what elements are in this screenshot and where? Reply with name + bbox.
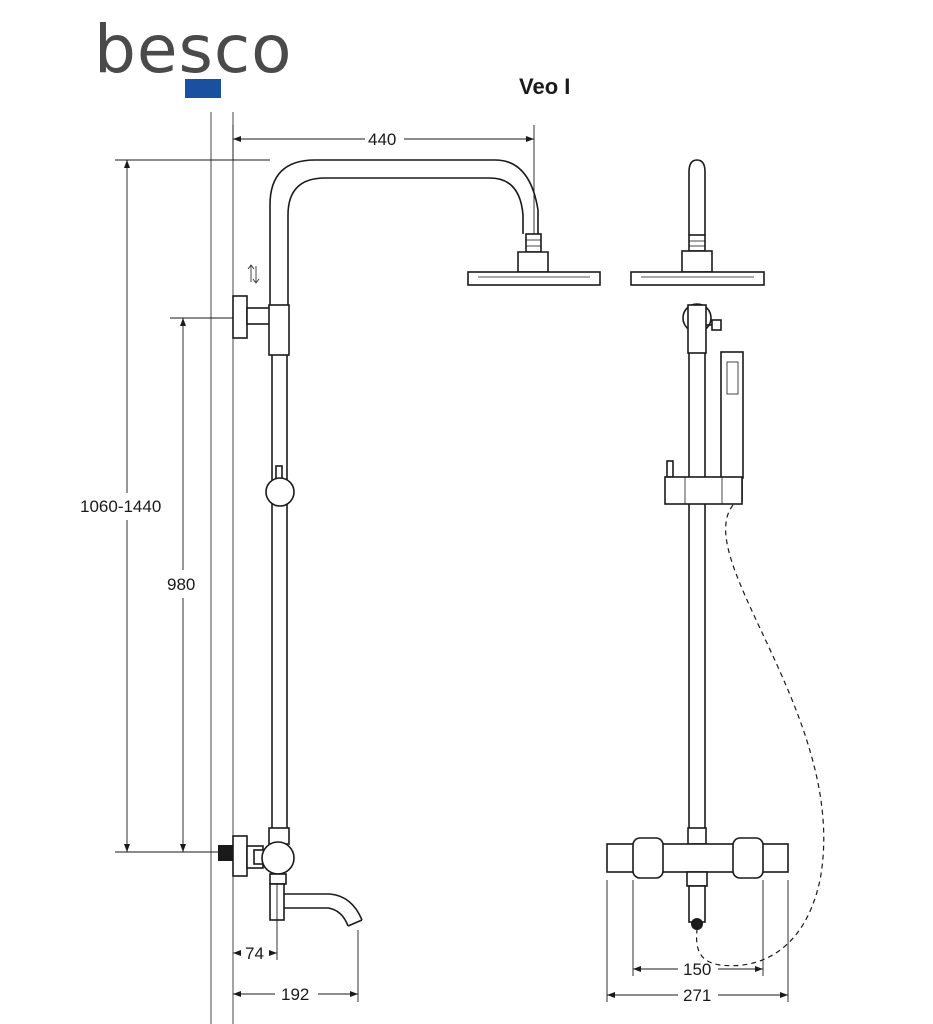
dim-label-mixer-spacing: 150 <box>683 960 711 979</box>
side-view <box>218 159 601 927</box>
wall <box>210 112 234 1024</box>
dim-label-rail-height: 980 <box>167 575 195 594</box>
dim-label-spout-reach: 192 <box>281 985 309 1004</box>
logo-wordmark: besco <box>94 11 293 88</box>
brand-logo: besco <box>94 11 293 98</box>
dimension-lines <box>115 125 789 1002</box>
dim-label-total-height: 1060-1440 <box>80 497 161 516</box>
dim-label-spout-offset: 74 <box>245 944 264 963</box>
logo-accent-square <box>185 79 221 98</box>
dim-label-top-width: 440 <box>368 130 396 149</box>
product-title: Veo I <box>519 74 570 99</box>
front-view <box>606 159 825 967</box>
dim-label-mixer-width: 271 <box>683 986 711 1005</box>
up-down-arrows-icon <box>247 264 260 284</box>
